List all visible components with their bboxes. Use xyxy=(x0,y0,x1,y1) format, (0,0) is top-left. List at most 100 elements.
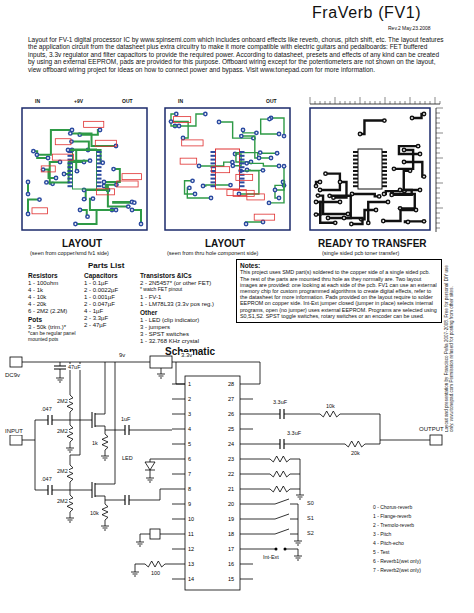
label-text: Rev.2 May.23.2008 xyxy=(388,26,431,32)
ic-pad xyxy=(97,155,102,157)
wire xyxy=(284,414,320,415)
solder-pad xyxy=(98,128,103,133)
label-text: Parts List xyxy=(88,261,124,270)
pad-hole xyxy=(339,201,341,203)
schematic xyxy=(10,356,442,590)
ic-pad xyxy=(240,166,245,168)
solder-pad xyxy=(358,132,363,137)
copper-trace xyxy=(360,121,384,134)
solder-pad xyxy=(402,160,407,165)
label-text: * watch FET pinout xyxy=(140,287,182,293)
ic-pad xyxy=(97,166,102,168)
dc-jack xyxy=(10,357,22,367)
part-value: Int-Ext xyxy=(262,554,280,560)
label-text: IN xyxy=(35,99,40,105)
part-value: .047 xyxy=(40,406,53,412)
copper-trace xyxy=(269,182,284,203)
pin-number: 9 xyxy=(188,501,191,507)
ic-pad xyxy=(211,159,216,161)
wire xyxy=(140,534,150,542)
wire xyxy=(129,430,172,431)
solder-pad xyxy=(111,167,116,172)
wire xyxy=(253,519,275,520)
wire xyxy=(95,362,115,484)
solder-pad xyxy=(169,119,174,124)
ic-pad xyxy=(353,174,358,176)
pad-hole xyxy=(327,217,329,219)
ruler-tick xyxy=(436,153,440,154)
wire xyxy=(70,412,71,425)
copper-trace xyxy=(404,162,424,177)
ruler-tick xyxy=(436,113,440,114)
pad-hole xyxy=(175,113,177,115)
solder-pad xyxy=(73,222,78,227)
label-text: 2 - 47µF xyxy=(84,322,106,329)
pad-hole xyxy=(218,121,220,123)
ruler-tick xyxy=(320,101,321,104)
pad-hole xyxy=(140,223,142,225)
ruler-tick xyxy=(375,101,376,104)
ruler-tick xyxy=(436,213,440,214)
credit-note: Layout and presentation by Francisco Peñ… xyxy=(444,262,455,432)
ic-pad xyxy=(97,162,102,164)
pad-hole xyxy=(27,213,29,215)
ic-pad xyxy=(240,170,245,172)
ic-pad xyxy=(97,151,102,153)
wire xyxy=(172,459,185,460)
ic-pad xyxy=(382,174,387,176)
resistor-symbol xyxy=(270,486,290,492)
solder-pad xyxy=(82,197,87,202)
label-text: 1 - 100ohm xyxy=(28,280,58,287)
pad-hole xyxy=(27,193,29,195)
solder-pad xyxy=(130,208,135,213)
component-outline xyxy=(84,121,104,127)
wire xyxy=(172,429,185,430)
pad-hole xyxy=(63,173,65,175)
pad-hole xyxy=(382,220,384,222)
solder-pad xyxy=(126,204,131,209)
solder-pad xyxy=(46,156,51,161)
wire xyxy=(253,444,280,445)
solder-pad xyxy=(269,156,274,161)
ic-pad xyxy=(382,181,387,183)
capacitor-symbol xyxy=(48,415,52,425)
part-value: 20k xyxy=(350,450,361,456)
wire xyxy=(240,579,253,580)
copper-trace xyxy=(132,210,141,224)
wire xyxy=(290,534,298,535)
label-text: Layout for FV-1 digital processor IC by … xyxy=(28,36,444,73)
copper-trace xyxy=(75,210,116,224)
ground-symbol xyxy=(101,456,109,460)
label-text: 4 - 1µF xyxy=(84,308,103,315)
ruler-tick xyxy=(330,101,331,104)
pad-hole xyxy=(274,189,276,191)
pad-hole xyxy=(329,195,331,197)
pad-hole xyxy=(99,129,101,131)
solder-pad xyxy=(174,112,179,117)
ic-pad xyxy=(353,178,358,180)
pad-hole xyxy=(359,133,361,135)
copper-trace xyxy=(88,150,103,163)
ic-pad xyxy=(382,170,387,172)
pin-number: 17 xyxy=(228,546,234,552)
solder-pad xyxy=(78,208,83,213)
ic-pad xyxy=(240,159,245,161)
label-text: 4 - 10k xyxy=(28,294,46,301)
part-value: LED xyxy=(121,455,134,461)
ruler-tick xyxy=(435,97,436,104)
pad-hole xyxy=(411,117,413,119)
pad-hole xyxy=(87,216,89,218)
solder-pad xyxy=(88,158,93,163)
solder-pad xyxy=(277,164,282,169)
ruler-tick xyxy=(436,158,443,159)
ruler-tick xyxy=(436,193,440,194)
label-text: OUT xyxy=(122,99,133,105)
pad-hole xyxy=(79,209,81,211)
ruler-tick xyxy=(436,133,443,134)
resistor-symbol xyxy=(145,561,165,567)
ic-pad xyxy=(68,151,73,153)
ground-symbol xyxy=(294,541,302,545)
capacitor-symbol xyxy=(280,409,284,419)
ic-pad xyxy=(211,155,216,157)
ruler-tick xyxy=(400,101,401,104)
